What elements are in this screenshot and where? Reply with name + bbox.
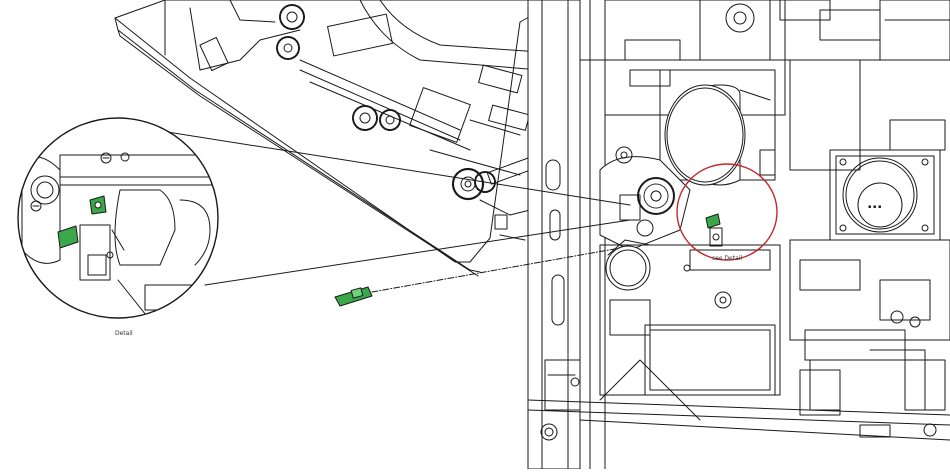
svg-text:▪ ▪ ▪: ▪ ▪ ▪ (868, 204, 881, 210)
sensor-board-loose (334, 247, 621, 307)
detail-label: Detail (115, 330, 133, 337)
top-mechanism (604, 0, 950, 116)
tray-assembly (114, 0, 546, 277)
detail-magnifier (17, 117, 631, 319)
callout-circle (676, 163, 778, 261)
drive-gear (599, 146, 691, 251)
lower-housing (599, 239, 950, 438)
fan: ▪ ▪ ▪ (789, 59, 946, 241)
sensor-board-installed (705, 213, 723, 247)
tray-gears (276, 4, 496, 201)
callout-label: see Detail (712, 255, 743, 262)
motor (659, 69, 776, 186)
